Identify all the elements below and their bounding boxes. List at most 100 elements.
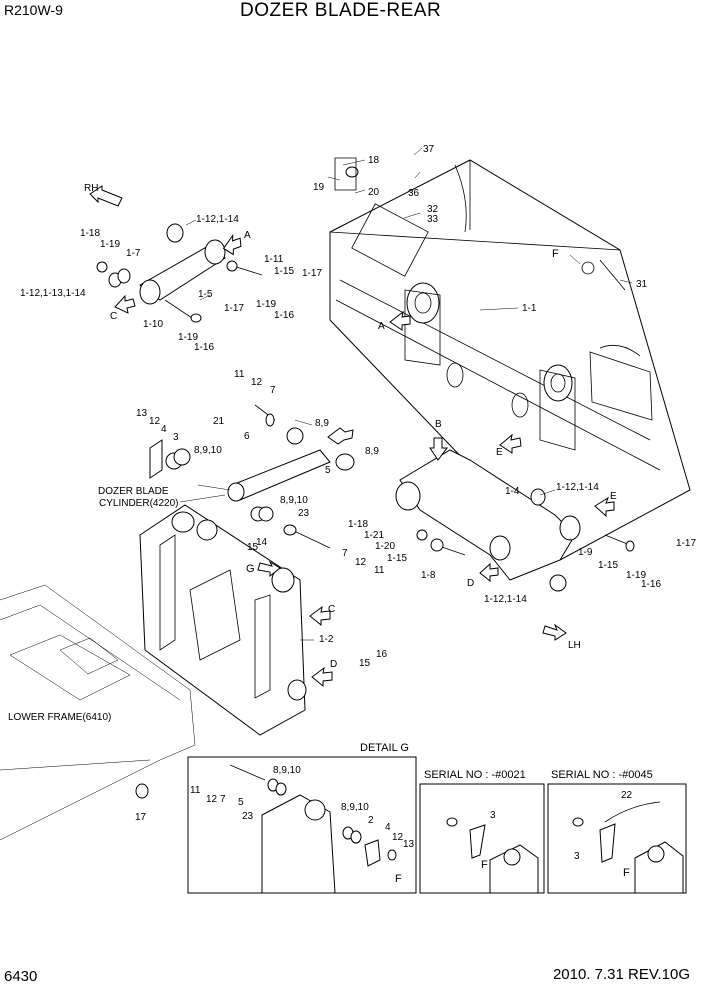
callout-13: 13: [136, 408, 148, 419]
callout-1-11: 1-11: [264, 254, 284, 265]
callout-8-9-10-b: 8,9,10: [280, 495, 308, 506]
serial-2-callout-3: 3: [574, 851, 580, 862]
callout-12: 12: [251, 377, 263, 388]
detail-callout-23: 23: [242, 811, 254, 822]
serial-1-callout-3: 3: [490, 810, 496, 821]
callout-5: 5: [325, 465, 331, 476]
callout-1-15: 1-15: [274, 266, 294, 277]
callout-11: 11: [234, 369, 245, 380]
callout-31: 31: [636, 279, 648, 290]
arrow-label-a-2: A: [378, 321, 385, 332]
callout-12-c: 12: [355, 557, 367, 568]
detail-callout-12: 12: [206, 794, 218, 805]
serial-1-callout-f: F: [481, 859, 488, 871]
model-number: R210W-9: [4, 2, 63, 18]
callout-3: 3: [173, 432, 179, 443]
arrow-label-d: D: [467, 578, 474, 589]
callout-7-b: 7: [342, 548, 348, 559]
cylinder-label-line2: CYLINDER(4220): [99, 498, 178, 509]
detail-callout-8-9-10: 8,9,10: [273, 765, 301, 776]
callout-15-b: 15: [359, 658, 371, 669]
callout-8-9-10: 8,9,10: [194, 445, 222, 456]
callout-23: 23: [298, 508, 310, 519]
detail-callout-2: 2: [368, 815, 374, 826]
callout-1-17: 1-17: [302, 268, 322, 279]
callout-1-12-1-14-b: 1-12,1-14: [556, 482, 599, 493]
callout-14: 14: [256, 537, 268, 548]
callout-1-9: 1-9: [578, 547, 593, 558]
callout-1-15-b: 1-15: [387, 553, 407, 564]
detail-g-title: DETAIL G: [360, 742, 409, 754]
callout-32: 32: [427, 204, 439, 215]
callout-33: 33: [427, 214, 439, 225]
callout-18: 18: [368, 155, 380, 166]
callout-1-19-b: 1-19: [256, 299, 276, 310]
leader-lines: [179, 147, 633, 641]
callout-1-19-d: 1-19: [626, 570, 646, 581]
arrow-label-b: B: [435, 419, 442, 430]
callout-1-16-b: 1-16: [194, 342, 214, 353]
callout-1-18: 1-18: [80, 228, 100, 239]
callout-1-4: 1-4: [505, 486, 520, 497]
callout-1-12-1-14-c: 1-12,1-14: [484, 594, 527, 605]
detail-callout-4: 4: [385, 822, 391, 833]
detail-callout-8-9-10-b: 8,9,10: [341, 802, 369, 813]
callout-1-20: 1-20: [375, 541, 395, 552]
arrow-label-g: G: [246, 563, 255, 575]
callout-15: 15: [247, 542, 259, 553]
callout-labels: 18 19 20 37 36 32 33 F 31 1-1 1-12,1-14 …: [8, 144, 696, 823]
serial-2-callout-f: F: [623, 867, 630, 879]
callout-36: 36: [408, 188, 420, 199]
callout-4: 4: [161, 424, 167, 435]
callout-1-2: 1-2: [319, 634, 334, 645]
revision-date: 2010. 7.31 REV.10G: [552, 966, 690, 983]
callout-1-18-b: 1-18: [348, 519, 368, 530]
callout-16: 16: [376, 649, 388, 660]
detail-callout-7: 7: [220, 794, 226, 805]
detail-callout-13: 13: [403, 839, 415, 850]
callout-1-7: 1-7: [126, 248, 141, 259]
callout-11-b: 11: [374, 565, 385, 576]
callout-20: 20: [368, 187, 380, 198]
detail-callout-f: F: [395, 873, 402, 885]
callout-1-8: 1-8: [421, 570, 436, 581]
lh-label: LH: [568, 640, 581, 651]
page-title: DOZER BLADE-REAR: [240, 0, 442, 21]
arrow-label-c-2: C: [328, 604, 335, 615]
mounting-bracket: [139, 504, 307, 736]
callout-7: 7: [270, 385, 276, 396]
serial-2-callout-22: 22: [621, 790, 633, 801]
callout-8-9: 8,9: [315, 418, 329, 429]
upper-link-assembly: [96, 157, 359, 323]
direction-arrows: [89, 185, 615, 688]
callout-1-15-c: 1-15: [598, 560, 618, 571]
serial-panel-0021: SERIAL NO : -#0021 3 F: [419, 769, 545, 894]
rh-label: RH: [84, 183, 98, 194]
detail-callout-12-b: 12: [392, 832, 404, 843]
callout-f: F: [552, 248, 559, 260]
cylinder-label-line1: DOZER BLADE: [98, 486, 169, 497]
callout-1-5: 1-5: [198, 289, 213, 300]
arrow-label-d-2: D: [330, 659, 337, 670]
callout-6: 6: [244, 431, 250, 442]
dozer-cylinder-assembly: [149, 404, 355, 549]
detail-callout-5: 5: [238, 797, 244, 808]
detail-callout-11: 11: [190, 785, 201, 796]
dozer-blade-body: [329, 159, 691, 561]
callout-12-b: 12: [149, 416, 161, 427]
lower-frame: [0, 584, 196, 841]
callout-1-16-c: 1-16: [641, 579, 661, 590]
lower-link-assembly: [395, 449, 635, 592]
callout-1-21: 1-21: [364, 530, 384, 541]
callout-21: 21: [213, 416, 225, 427]
detail-g-panel: DETAIL G 11 12 7 5 8,9,10 23 8,9,10 2 4 …: [187, 742, 417, 894]
callout-1-16: 1-16: [274, 310, 294, 321]
arrow-label-e-2: E: [610, 491, 617, 502]
callout-1-19-c: 1-19: [178, 332, 198, 343]
callout-1-19: 1-19: [100, 239, 120, 250]
callout-1-12-1-13-1-14: 1-12,1-13,1-14: [20, 288, 86, 299]
callout-8-9-b: 8,9: [365, 446, 379, 457]
callout-1-17-b: 1-17: [224, 303, 244, 314]
callout-1-17-c: 1-17: [676, 538, 696, 549]
